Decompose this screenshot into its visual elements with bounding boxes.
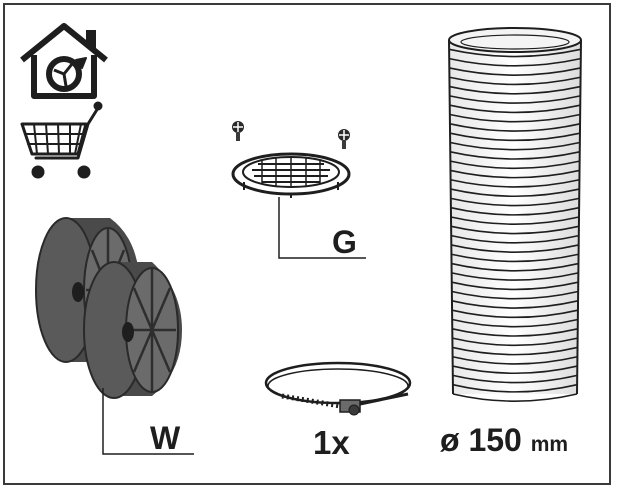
diagram-frame [3, 3, 611, 485]
duct-rib [449, 85, 581, 95]
clamp-quantity-label: 1x [313, 424, 350, 461]
duct-rib [449, 104, 581, 114]
duct-rib [451, 300, 579, 309]
duct-rib [449, 141, 581, 151]
screw-right [338, 129, 350, 149]
duct-rib [450, 225, 580, 235]
duct-rib [449, 113, 581, 123]
duct-rib [452, 328, 578, 337]
duct-rib [450, 188, 580, 198]
grille-label: G [332, 224, 357, 260]
duct-rib [452, 393, 578, 402]
duct-rib [449, 123, 581, 132]
hose-clamp [264, 361, 412, 416]
recirculation-house-icon [20, 23, 108, 99]
duct-diameter-label: ø 150 mm [440, 424, 568, 456]
duct-rib [452, 374, 578, 384]
duct-rib [452, 365, 578, 375]
duct-rib [452, 346, 578, 356]
grille-leader-line [278, 197, 366, 259]
duct-rib [451, 281, 579, 291]
duct-rib [451, 309, 579, 319]
duct-rib [451, 244, 579, 253]
screw-left [232, 121, 244, 141]
duct-rib [450, 197, 580, 207]
filter-leader-line [102, 388, 194, 455]
duct-rib [452, 337, 578, 347]
duct-rib [452, 355, 578, 365]
duct-rib [451, 253, 579, 263]
duct-rib [449, 95, 581, 104]
duct-inner-rim [460, 34, 570, 50]
duct-rib [451, 234, 579, 244]
duct-outline [448, 39, 582, 395]
duct-diameter-value: ø 150 [440, 422, 522, 458]
duct-rib [449, 132, 581, 142]
duct-rib [450, 169, 580, 179]
flexible-duct [448, 27, 582, 402]
shopping-cart-icon [20, 101, 103, 179]
duct-rib [450, 151, 580, 160]
round-grille [231, 152, 351, 198]
duct-rib [450, 160, 580, 170]
duct-rib [449, 76, 581, 86]
carbon-filter-front [83, 261, 182, 399]
duct-rib [449, 57, 581, 67]
duct-rib [451, 272, 579, 281]
duct-diameter-unit: mm [530, 433, 569, 456]
duct-rib [450, 216, 580, 225]
duct-rib [448, 48, 582, 58]
duct-rib [451, 318, 579, 328]
duct-rib [449, 67, 581, 76]
duct-rib [450, 178, 580, 188]
duct-rib [452, 383, 578, 393]
duct-rib [451, 262, 579, 272]
filter-label: W [150, 420, 181, 456]
duct-rib [451, 290, 579, 300]
duct-rib [450, 206, 580, 216]
